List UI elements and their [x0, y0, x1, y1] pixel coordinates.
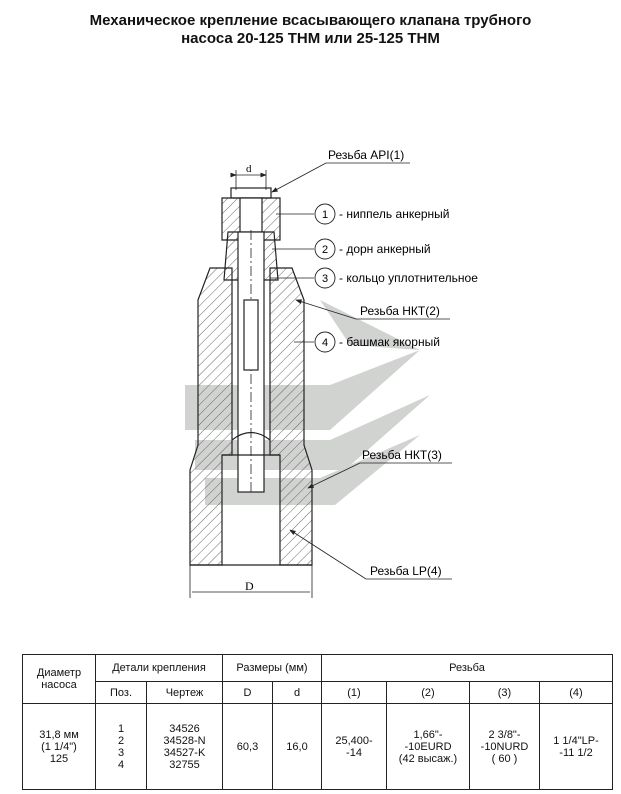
header-d: d: [272, 681, 322, 704]
header-D: D: [222, 681, 273, 704]
cell-thread-2: 1,66"--10EURD(42 высаж.): [386, 703, 470, 790]
thread-nkt3-label: Резьба НКТ(3): [362, 448, 442, 462]
callout-3: 3 - кольцо уплотнительное: [270, 267, 478, 289]
header-thread: Резьба: [321, 654, 613, 682]
callout-1: 1 - ниппель анкерный: [276, 203, 450, 225]
svg-text:- ниппель анкерный: - ниппель анкерный: [339, 207, 450, 221]
anchor-mandrel: [223, 230, 279, 495]
header-pos: Поз.: [95, 681, 147, 704]
callout-2: 2 - дорн анкерный: [272, 238, 431, 260]
thread-api-label: Резьба API(1): [328, 148, 404, 162]
thread-lp4-label: Резьба LP(4): [370, 564, 442, 578]
header-thread-3: (3): [469, 681, 540, 704]
header-thread-1: (1): [321, 681, 387, 704]
header-drawing: Чертеж: [146, 681, 223, 704]
header-thread-2: (2): [386, 681, 470, 704]
header-diameter: Диаметр насоса: [22, 654, 96, 704]
dimension-D-label: D: [245, 579, 254, 593]
cell-thread-4: 1 1/4"LP--11 1/2: [539, 703, 613, 790]
thread-nkt2-label: Резьба НКТ(2): [360, 304, 440, 318]
svg-text:- кольцо уплотнительное: - кольцо уплотнительное: [339, 271, 478, 285]
svg-text:3: 3: [322, 273, 328, 285]
cell-thread-3: 2 3/8"--10NURD( 60 ): [469, 703, 540, 790]
dimension-d-label: d: [246, 163, 252, 175]
dimension-D: [189, 565, 313, 598]
svg-text:4: 4: [322, 337, 328, 349]
cell-diameter: 31,8 мм(1 1/4")125: [22, 703, 96, 790]
specification-table: Диаметр насоса Детали крепления Размеры …: [22, 654, 613, 790]
header-thread-4: (4): [539, 681, 613, 704]
dimension-d: [230, 170, 267, 190]
svg-text:- башмак якорный: - башмак якорный: [339, 335, 440, 349]
svg-text:2: 2: [322, 244, 328, 256]
cell-d: 16,0: [272, 703, 322, 790]
svg-text:1: 1: [322, 209, 328, 221]
header-parts: Детали крепления: [95, 654, 223, 682]
page-title-line-1: Механическое крепление всасывающего клап…: [89, 12, 532, 29]
anchor-nipple: [221, 187, 281, 241]
callout-4: 4 - башмак якорный: [294, 331, 440, 353]
technical-drawing: d D Резьба API(1) 1 - ниппель анкерный 2…: [185, 148, 478, 598]
cell-thread-1: 25,400--14: [321, 703, 387, 790]
page-title-line-2: насоса 20-125 ТНМ или 25-125 ТНМ: [181, 30, 440, 47]
cell-D: 60,3: [222, 703, 273, 790]
svg-text:- дорн анкерный: - дорн анкерный: [339, 242, 431, 256]
anchor-shoe: [189, 267, 313, 566]
header-sizes: Размеры (мм): [222, 654, 322, 682]
